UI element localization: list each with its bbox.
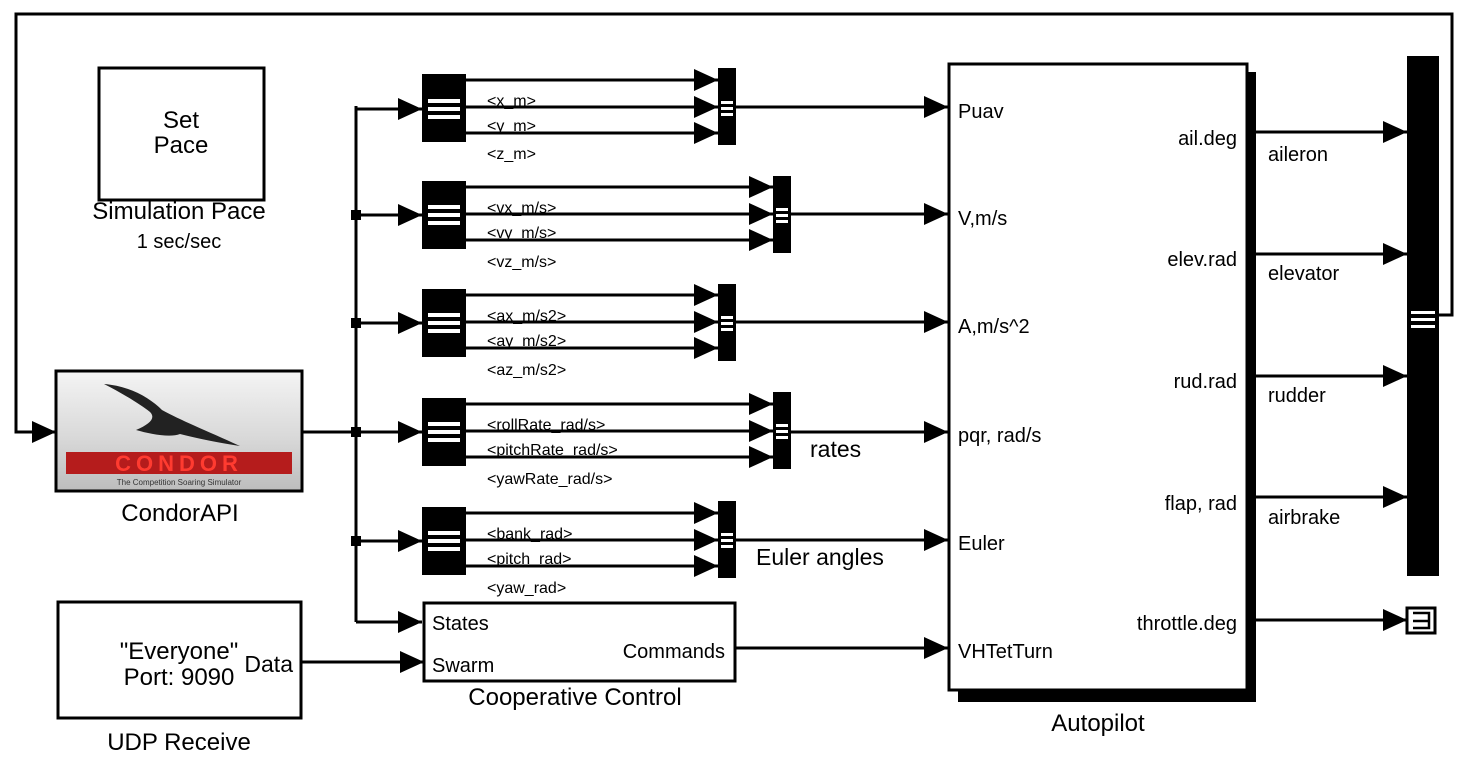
autopilot-caption: Autopilot (1051, 710, 1145, 737)
output-mux[interactable] (1407, 56, 1439, 576)
signal-label: <ay_m/s2> (487, 333, 566, 350)
bus-selector-euler[interactable] (422, 507, 466, 575)
rates-signal-label: rates (810, 436, 861, 462)
autopilot-output-flap: flap, rad (1165, 493, 1237, 515)
autopilot-input-puav: Puav (958, 101, 1004, 123)
udp-receive-block[interactable]: "Everyone" Port: 9090 Data (56, 600, 303, 720)
condor-logo-tagline: The Competition Soaring Simulator (117, 478, 242, 487)
udp-data-port: Data (244, 651, 293, 677)
signal-label: <vy_m/s> (487, 225, 556, 242)
coop-output-commands: Commands (623, 641, 725, 663)
autopilot-block[interactable]: Puav V,m/s A,m/s^2 pqr, rad/s Euler VHTe… (947, 62, 1256, 702)
mux-rates[interactable] (773, 392, 791, 469)
udp-line-2: Port: 9090 (124, 664, 235, 691)
mux-euler[interactable] (718, 501, 736, 578)
mux-velocity[interactable] (773, 176, 791, 253)
set-pace-line-2: Pace (154, 132, 209, 159)
elevator-label: elevator (1268, 263, 1339, 285)
signal-label: <pitch_rad> (487, 551, 572, 568)
cooperative-control-block[interactable]: States Swarm Commands (422, 601, 737, 683)
signal-label: <vx_m/s> (487, 200, 556, 217)
bus-selector-position[interactable] (422, 74, 466, 142)
signal-label: <vz_m/s> (487, 254, 556, 271)
autopilot-input-vhtetturn: VHTetTurn (958, 641, 1053, 663)
signal-label: <pitchRate_rad/s> (487, 442, 618, 459)
airbrake-label: airbrake (1268, 507, 1340, 529)
autopilot-input-pqr: pqr, rad/s (958, 425, 1041, 447)
euler-signal-label: Euler angles (756, 544, 884, 570)
aileron-label: aileron (1268, 144, 1328, 166)
bus-selector-rates[interactable] (422, 398, 466, 466)
udp-receive-caption: UDP Receive (107, 729, 251, 756)
signal-label: <az_m/s2> (487, 362, 566, 379)
set-pace-caption: Simulation Pace (92, 198, 265, 225)
autopilot-input-a: A,m/s^2 (958, 316, 1030, 338)
udp-line-1: "Everyone" (120, 638, 238, 665)
signal-label: <z_m> (487, 146, 536, 163)
signal-label: <bank_rad> (487, 526, 572, 543)
signal-label: <yawRate_rad/s> (487, 471, 612, 488)
condor-logo-text: CONDOR (115, 451, 243, 476)
coop-input-states: States (432, 613, 489, 635)
autopilot-input-v: V,m/s (958, 208, 1007, 230)
mux-position[interactable] (718, 68, 736, 145)
cooperative-control-caption: Cooperative Control (468, 684, 681, 711)
signal-label: <yaw_rad> (487, 580, 566, 597)
bus-selector-acceleration[interactable] (422, 289, 466, 357)
set-pace-block[interactable]: Set Pace (97, 66, 266, 202)
autopilot-output-rud: rud.rad (1174, 371, 1237, 393)
feedback-wire (14, 12, 1454, 443)
signal-label: <rollRate_rad/s> (487, 417, 605, 434)
autopilot-input-euler: Euler (958, 533, 1005, 555)
condor-api-caption: CondorAPI (121, 500, 238, 527)
rudder-label: rudder (1268, 385, 1326, 407)
condor-bird-icon (104, 384, 240, 446)
bus-selector-velocity[interactable] (422, 181, 466, 249)
signal-label: <x_m> (487, 93, 536, 110)
coop-input-swarm: Swarm (432, 655, 494, 677)
autopilot-output-ail: ail.deg (1178, 128, 1237, 150)
signal-label: <y_m> (487, 118, 536, 135)
condor-api-block[interactable]: CONDOR The Competition Soaring Simulator (54, 369, 304, 493)
terminator-icon[interactable] (1405, 606, 1437, 635)
autopilot-output-elev: elev.rad (1167, 249, 1237, 271)
signal-label: <ax_m/s2> (487, 308, 566, 325)
mux-acceleration[interactable] (718, 284, 736, 361)
autopilot-output-throttle: throttle.deg (1137, 613, 1237, 635)
set-pace-subcaption: 1 sec/sec (137, 231, 221, 253)
set-pace-line-1: Set (163, 107, 199, 134)
